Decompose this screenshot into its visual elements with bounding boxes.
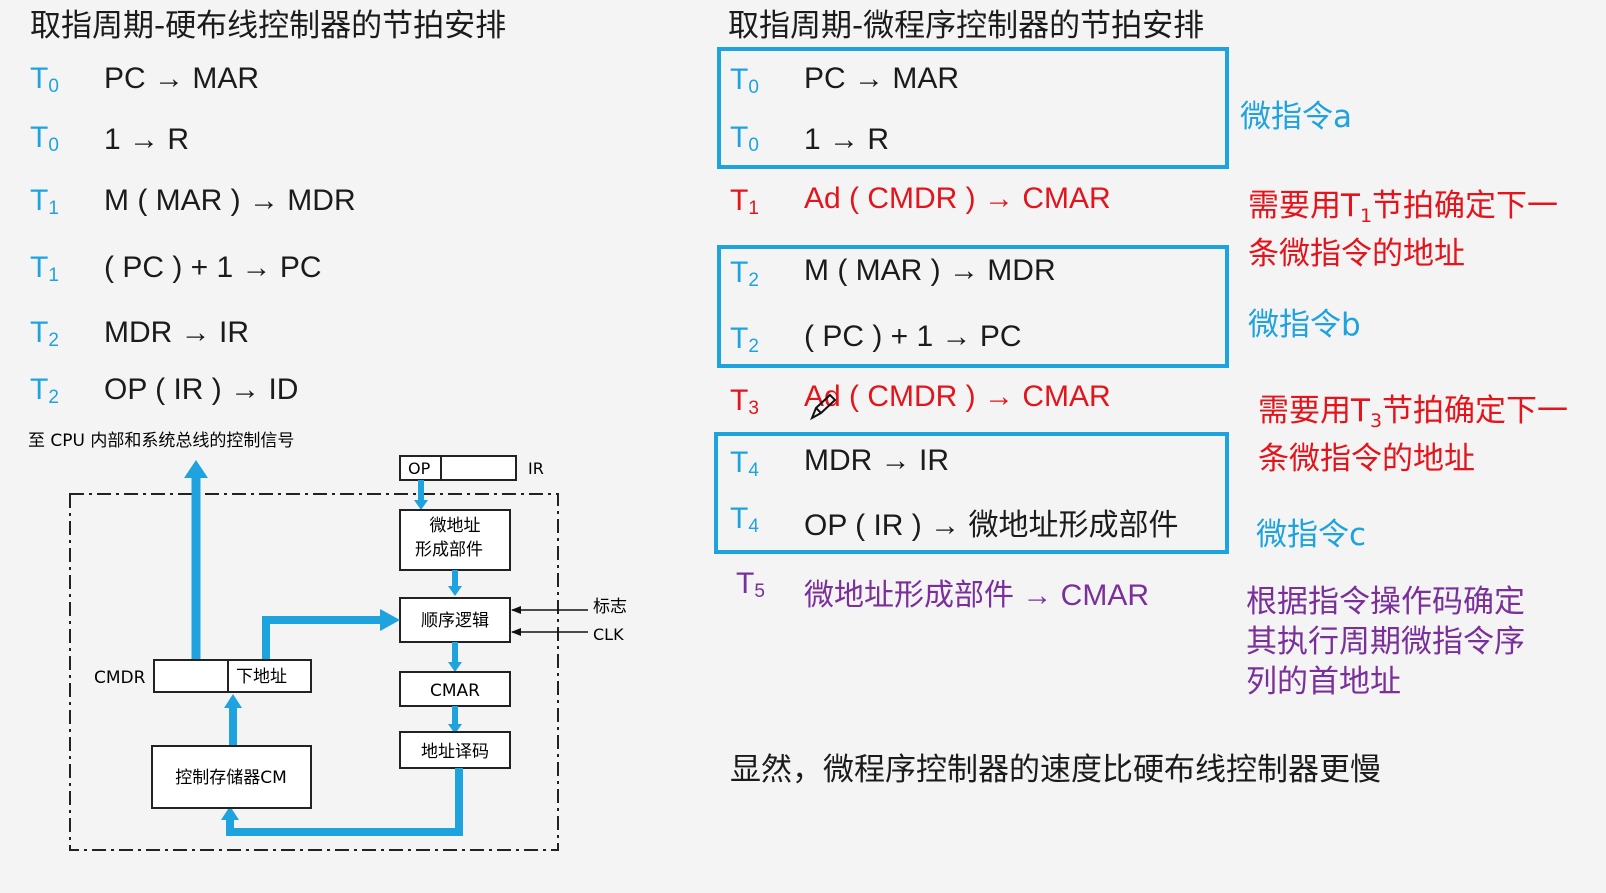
right-timing-2: T1 — [730, 184, 759, 219]
micro-address-unit-label-2: 形成部件 — [415, 540, 483, 560]
ir-label: IR — [528, 459, 544, 478]
control-memory — [151, 745, 312, 809]
micro-instruction-b-label: 微指令b — [1248, 307, 1361, 343]
sequence-logic-label: 顺序逻辑 — [421, 611, 489, 631]
conclusion-text: 显然，微程序控制器的速度比硬布线控制器更慢 — [730, 752, 1381, 788]
right-timing-6: T4 — [730, 446, 759, 481]
micro-instruction-a-box — [717, 47, 1229, 169]
micro-instruction-c-box — [714, 432, 1229, 554]
right-timing-1: T0 — [730, 121, 759, 156]
right-op-5: Ad ( CMDR ) → CMAR — [804, 380, 1111, 413]
left-op-3: ( PC ) + 1 → PC — [104, 251, 322, 284]
micro-controller-diagram: 至 CPU 内部和系统总线的控制信号 OP IR 微地址 形成部件 顺序逻辑 标… — [28, 431, 627, 851]
micro-instruction-a-label: 微指令a — [1240, 99, 1352, 135]
left-op-4: MDR → IR — [104, 316, 249, 349]
left-op-0: PC → MAR — [104, 62, 260, 95]
left-timing-1: T0 — [30, 121, 59, 156]
right-timing-4: T2 — [730, 322, 759, 357]
left-timing-4: T2 — [30, 316, 59, 351]
sequence-logic — [399, 597, 511, 643]
control-unit-boundary — [69, 493, 559, 851]
right-timing-0: T0 — [730, 63, 759, 98]
diagram-top-label: 至 CPU 内部和系统总线的控制信号 — [28, 431, 294, 451]
cmdr-register — [153, 659, 312, 693]
right-op-1: 1 → R — [804, 123, 890, 156]
right-timing-7: T4 — [730, 502, 759, 537]
clk-label: CLK — [593, 625, 624, 644]
left-timing-3: T1 — [30, 251, 59, 286]
left-op-5: OP ( IR ) → ID — [104, 373, 299, 406]
right-op-7: OP ( IR ) → 微地址形成部件 — [804, 509, 1179, 542]
right-timing-8: T5 — [736, 567, 765, 602]
control-signal-arrowhead — [184, 460, 208, 478]
op-field-label: OP — [408, 459, 431, 478]
control-memory-label: 控制存储器CM — [175, 768, 287, 788]
right-op-8: 微地址形成部件 → CMAR — [804, 579, 1149, 612]
flag-label: 标志 — [593, 597, 627, 617]
pen-cursor-icon — [810, 393, 837, 421]
note-t5: 根据指令操作码确定其执行周期微指令序列的首地址 — [1246, 584, 1525, 700]
cmdr-label: CMDR — [94, 668, 146, 688]
left-title: 取指周期-硬布线控制器的节拍安排 — [30, 8, 507, 44]
right-timing-3: T2 — [730, 256, 759, 291]
cmar-label: CMAR — [430, 681, 480, 701]
right-op-3: M ( MAR ) → MDR — [804, 254, 1056, 287]
right-op-4: ( PC ) + 1 → PC — [804, 320, 1022, 353]
right-op-6: MDR → IR — [804, 444, 949, 477]
left-timing-2: T1 — [30, 184, 59, 219]
left-timing-0: T0 — [30, 62, 59, 97]
micro-address-unit-label-1: 微地址 — [430, 516, 481, 536]
right-op-2: Ad ( CMDR ) → CMAR — [804, 182, 1111, 215]
note-t3: 需要用T3节拍确定下一条微指令的地址 — [1258, 393, 1569, 477]
left-timing-5: T2 — [30, 373, 59, 408]
left-op-2: M ( MAR ) → MDR — [104, 184, 356, 217]
address-decoder-label: 地址译码 — [421, 742, 489, 762]
right-timing-5: T3 — [730, 384, 759, 419]
micro-instruction-b-box — [717, 245, 1229, 368]
ir-register — [399, 455, 517, 481]
left-op-1: 1 → R — [104, 123, 190, 156]
note-t1: 需要用T1节拍确定下一条微指令的地址 — [1248, 188, 1559, 272]
next-address-label: 下地址 — [236, 667, 287, 687]
right-title: 取指周期-微程序控制器的节拍安排 — [728, 8, 1205, 44]
micro-instruction-c-label: 微指令c — [1256, 517, 1367, 553]
right-op-0: PC → MAR — [804, 62, 960, 95]
